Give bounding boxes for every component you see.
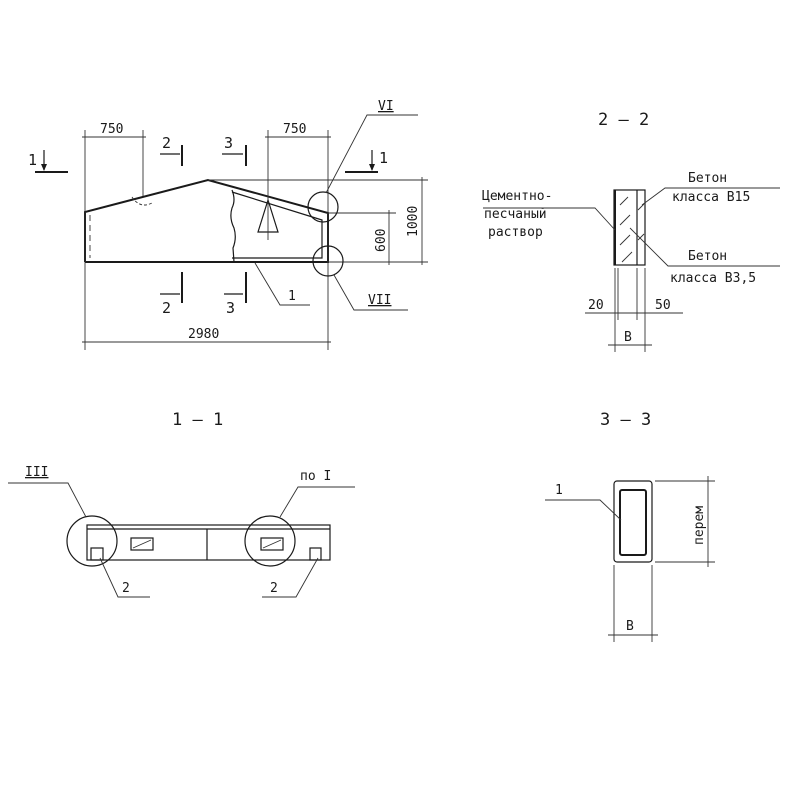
label-b15-line1: Бетон [688,171,727,186]
label-b35-line1: Бетон [688,249,727,264]
dim-750-left: 750 [100,122,123,137]
label-b15-line2: класса В15 [672,190,750,205]
hidden-arc [131,196,153,206]
section-2-2: 2 — 2 Бетон класса В15 Цементно- песчаны… [482,110,780,352]
callout-1: 1 [288,289,296,304]
section-2-2-title: 2 — 2 [598,110,649,130]
break-line [230,189,236,263]
notch-right [309,547,322,561]
cutaway-inner-edge [231,191,323,259]
dim-2980: 2980 [188,327,219,342]
section-1-right-label: 1 [379,149,388,167]
node-po-i-circle [244,515,296,567]
dim-variable-height: перем [692,506,707,545]
section-3-3: 3 — 3 1 перем В [545,410,715,642]
node-vi-circle [307,191,339,223]
slot-right [260,537,284,551]
node-vii-circle [312,245,344,277]
node-vii-label: VII [368,293,391,308]
section-1-1: 1 — 1 III по I 2 2 [8,410,355,598]
callout-1-3-3: 1 [555,483,563,498]
notch-left [90,547,104,561]
void-outline [619,489,647,556]
label-mortar-line1: Цементно- [482,189,552,204]
section-2-top-label: 2 [162,134,171,152]
node-po-i-label: по I [300,469,331,484]
elevation-view: 750 750 2980 1000 600 1 1 2 2 3 3 VI VII [28,99,428,350]
section-3-top-label: 3 [224,134,233,152]
section-1-left-label: 1 [28,151,37,169]
label-mortar-line2: песчаный [484,207,547,222]
label-mortar-line3: раствор [488,225,543,240]
dim-b-3-3: В [626,619,634,634]
dim-50: 50 [655,298,671,313]
section-2-bottom-label: 2 [162,299,171,317]
dim-600: 600 [374,229,389,252]
dim-b-2-2: В [624,330,632,345]
section-1-1-title: 1 — 1 [172,410,223,430]
dim-750-right: 750 [283,122,306,137]
node-vi-label: VI [378,99,394,114]
section-3-bottom-label: 3 [226,299,235,317]
dim-1000: 1000 [406,206,421,237]
callout-2-left: 2 [122,581,130,596]
panel-outline [84,178,329,263]
slot-left [130,537,154,551]
node-iii-label: III [25,465,48,480]
node-iii-circle [66,515,118,567]
dim-20: 20 [588,298,604,313]
section-3-3-title: 3 — 3 [600,410,651,430]
callout-2-right: 2 [270,581,278,596]
beam-outline [86,524,331,561]
label-b35-line2: класса В3,5 [670,271,756,286]
